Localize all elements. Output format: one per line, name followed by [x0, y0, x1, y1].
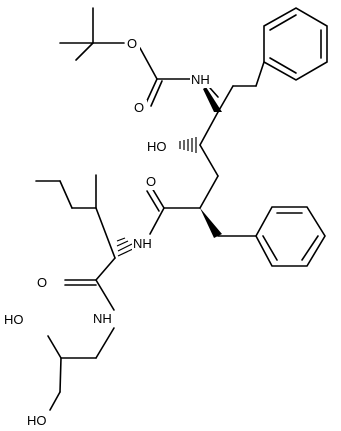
diol-chain [47, 327, 115, 411]
label-o-amide-1: O [146, 174, 156, 189]
label-nh-amide-2: NH [93, 311, 112, 326]
label-o-carbonyl-boc: O [134, 100, 144, 115]
boc-carbamate [139, 47, 193, 107]
label-oh-diol-1: HO [4, 312, 24, 327]
label-o-amide-2: O [37, 275, 47, 290]
label-oh-diol-2: HO [27, 413, 47, 428]
amide-1 [146, 187, 257, 238]
atom-labels: O O NH HO O NH O NH HO HO [3, 36, 214, 429]
label-nh-amide-1: NH [133, 236, 152, 251]
wedge-bond-benzyl [200, 208, 222, 238]
backbone-upper [199, 85, 257, 146]
tert-butyl-group [59, 7, 125, 61]
label-o-ester: O [127, 36, 137, 51]
wedge-bond-nh [203, 87, 222, 112]
isoleucine-residue [35, 174, 136, 311]
phenyl-ring-upper [255, 7, 328, 87]
label-nh-boc: NH [191, 72, 210, 87]
hydroxyl-stereocenter [179, 137, 219, 209]
phenyl-ring-lower [255, 206, 326, 267]
label-oh-center: HO [147, 139, 167, 154]
